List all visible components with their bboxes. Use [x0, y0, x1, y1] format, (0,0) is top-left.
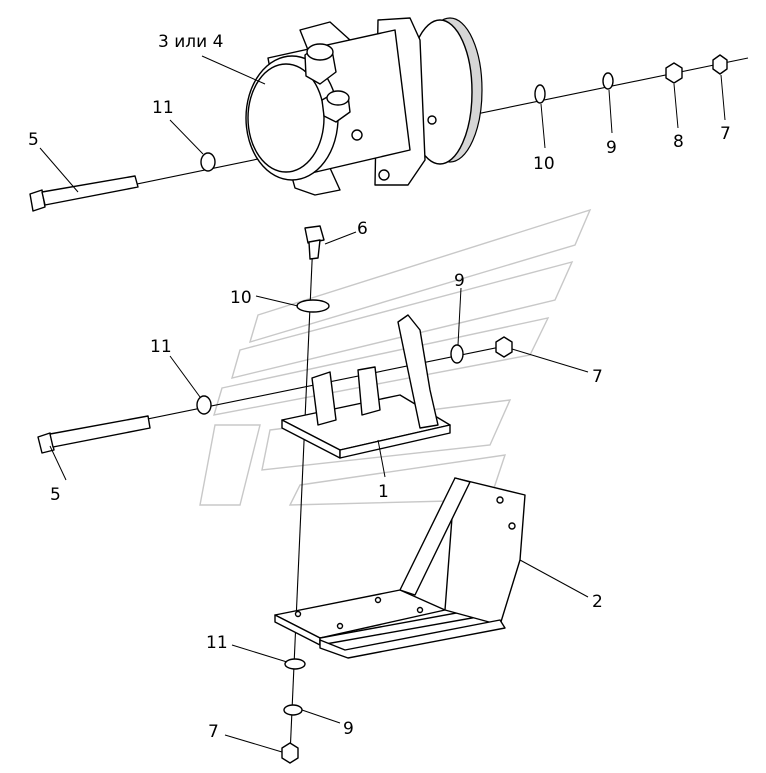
label-nut-7-bottom: 7 [208, 722, 219, 742]
washer-10-mid [296, 299, 330, 313]
mid-hardware [196, 336, 513, 415]
bracket-1 [281, 314, 451, 459]
label-washer-11-mid: 11 [150, 337, 172, 357]
bolt-5-mid [37, 415, 151, 454]
top-hardware [200, 54, 728, 172]
bolt-5-top [29, 175, 139, 212]
watermark-logo [199, 208, 592, 506]
callout-labels: 3 или 4 5 11 10 9 8 7 6 10 9 11 7 5 1 2 … [28, 32, 731, 742]
label-washer-11-top: 11 [152, 98, 174, 118]
label-bracket-2: 2 [592, 592, 603, 612]
label-nut-7-mid: 7 [592, 367, 603, 387]
label-spring-washer-9-top: 9 [606, 138, 617, 158]
bracket-2 [274, 477, 526, 659]
label-bolt-5-top: 5 [28, 130, 39, 150]
label-washer-11-bottom: 11 [206, 633, 228, 653]
label-compressor: 3 или 4 [158, 32, 223, 52]
label-spring-washer-9-mid: 9 [454, 271, 465, 291]
label-nut-8-top: 8 [673, 132, 684, 152]
label-washer-10-mid: 10 [230, 288, 252, 308]
compressor [245, 17, 483, 196]
label-washer-10-top: 10 [533, 154, 555, 174]
bolt-6 [304, 225, 325, 260]
bottom-hardware [281, 658, 306, 764]
label-bolt-6: 6 [357, 219, 368, 239]
label-bracket-1: 1 [378, 482, 389, 502]
leader-lines [39, 55, 726, 753]
label-bolt-5-mid: 5 [50, 485, 61, 505]
label-spring-washer-9-bottom: 9 [343, 719, 354, 739]
label-nut-7-top: 7 [720, 124, 731, 144]
